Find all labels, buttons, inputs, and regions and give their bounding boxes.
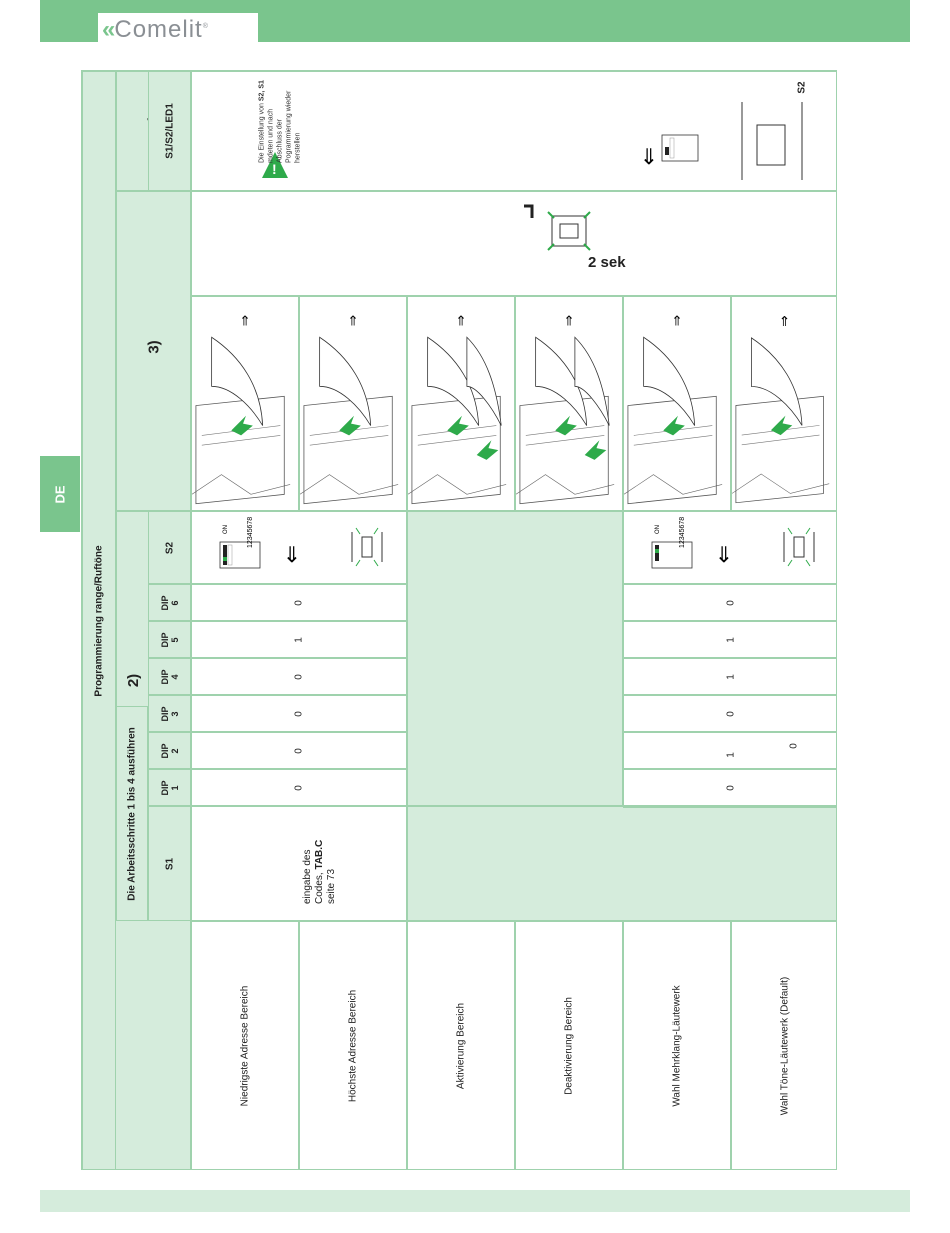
note-wrap: Die Einstellung von S2, S1 mdeten und na… [210, 80, 330, 190]
col-header-dip1: DIP 1 [148, 769, 191, 806]
dip-switch-diagram: ON 12345678 ⇒ [219, 517, 383, 569]
language-tab: DE [40, 456, 80, 532]
row-label-cell: Niedrigste Adresse Bereich [191, 921, 299, 1169]
step2-label: 2) [125, 673, 143, 688]
col-header-dip6: DIP 6 [148, 584, 191, 621]
arrow-icon: ⇒ [279, 545, 304, 563]
intro-cell: Die Arbeitsschritte 1 bis 4 ausführen [116, 706, 148, 921]
col-header-dip2: DIP 2 [148, 732, 191, 769]
step3-photo-cell: ⇑ [299, 296, 407, 511]
col-header-s1s2led: S1/S2/LED1 [148, 71, 191, 191]
hand-press-illustration: ⇑ [516, 313, 615, 505]
step3-photo-cell: ⇑ [731, 296, 836, 511]
programming-table: Programmierung range/Ruftöne 4) S1/S2/LE… [81, 70, 837, 1170]
svg-text:⇑: ⇑ [671, 313, 683, 329]
step2-empty-area [407, 511, 623, 806]
row-label-cell: Aktivierung Bereich [407, 921, 515, 1169]
svg-text:⇑: ⇑ [563, 313, 575, 329]
dip5-range-cell: 1 [191, 621, 407, 658]
arrow-icon: ⇒ [711, 545, 736, 563]
s2-range-diagram: ON 12345678 ⇒ [191, 511, 407, 584]
dip4-ring-cell: 1 [623, 658, 836, 695]
svg-text:12345678: 12345678 [247, 517, 254, 548]
dip2-ring-cell: 1 0 [623, 732, 836, 769]
step3-photo-cell: ⇑ [407, 296, 515, 511]
col-header-s1: S1 [148, 806, 191, 921]
step3-cell: 3) [116, 191, 191, 511]
dip3-ring-cell: 0 [623, 695, 836, 732]
step3-photo-cell: ⇑ [191, 296, 299, 511]
arrow-icon: ⇒ [636, 147, 661, 165]
row-label-cell: Wahl Töne-Läutewerk (Default) [731, 921, 836, 1169]
dip3-range-cell: 0 [191, 695, 407, 732]
svg-text:ON: ON [655, 525, 661, 534]
footer-bar [40, 1190, 910, 1212]
svg-text:12345678: 12345678 [679, 517, 686, 548]
buzzer-icon [524, 204, 534, 218]
step3-photo-cell: ⇑ [623, 296, 731, 511]
step3-label: 3) [145, 340, 162, 354]
row-header-title-cell: Programmierung range/Ruftöne [82, 71, 116, 1169]
intro-text: Die Arbeitsschritte 1 bis 4 ausführen [126, 726, 138, 901]
dip1-range-cell: 0 [191, 769, 407, 806]
timer-label: 2 sek [588, 254, 626, 271]
dip6-range-cell: 0 [191, 584, 407, 621]
svg-text:ON: ON [223, 525, 229, 534]
hand-press-illustration: ⇑ [624, 313, 723, 505]
warning-icon: ! [262, 152, 288, 178]
row-label-cell: Deaktivierung Bereich [515, 921, 623, 1169]
col-header-dip5: DIP 5 [148, 621, 191, 658]
step3-photo-cell: ⇑ [515, 296, 623, 511]
svg-text:⇑: ⇑ [779, 314, 790, 330]
timer-diagram [524, 204, 591, 251]
brand-logo: «Comelit® [98, 13, 258, 43]
row-label-cell: Höchste Adresse Bereich [299, 921, 407, 1169]
col-header-s2: S2 [148, 511, 191, 584]
s2-ring-diagram: ON 12345678 ⇒ [623, 511, 836, 584]
s2-label: S2 [796, 81, 808, 94]
s1-empty-area [407, 806, 836, 921]
dip4-range-cell: 0 [191, 658, 407, 695]
hand-press-illustration: ⇑ [732, 314, 830, 504]
svg-text:⇑: ⇑ [239, 313, 251, 329]
restore-diagram: ⇒ [636, 102, 803, 180]
row-label-cell: Wahl Mehrklang-Läutewerk [623, 921, 731, 1169]
restore-note: Die Einstellung von S2, S1 mdeten und na… [258, 80, 302, 163]
hand-press-illustration: ⇑ [192, 313, 291, 505]
col-header-dip4: DIP 4 [148, 658, 191, 695]
step4-content-cell: ! Die Einstellung von S2, S1 mdeten und … [191, 71, 836, 191]
hand-press-illustration: ⇑ [408, 313, 507, 505]
dip1-ring-cell: 0 [623, 769, 836, 806]
col-header-dip3: DIP 3 [148, 695, 191, 732]
dip-switch-diagram: ON 12345678 ⇒ [651, 517, 815, 569]
step3-timer-cell: 2 sek [191, 191, 836, 296]
svg-text:!: ! [272, 161, 277, 177]
dip6-ring-cell: 0 [623, 584, 836, 621]
svg-text:⇑: ⇑ [455, 313, 467, 329]
dip5-ring-cell: 1 [623, 621, 836, 658]
hand-press-illustration: ⇑ [300, 313, 399, 505]
logo-chevron-icon: « [102, 16, 115, 43]
dip2-range-cell: 0 [191, 732, 407, 769]
row-header-title: Programmierung range/Ruftöne [93, 545, 105, 697]
svg-text:⇑: ⇑ [347, 313, 359, 329]
